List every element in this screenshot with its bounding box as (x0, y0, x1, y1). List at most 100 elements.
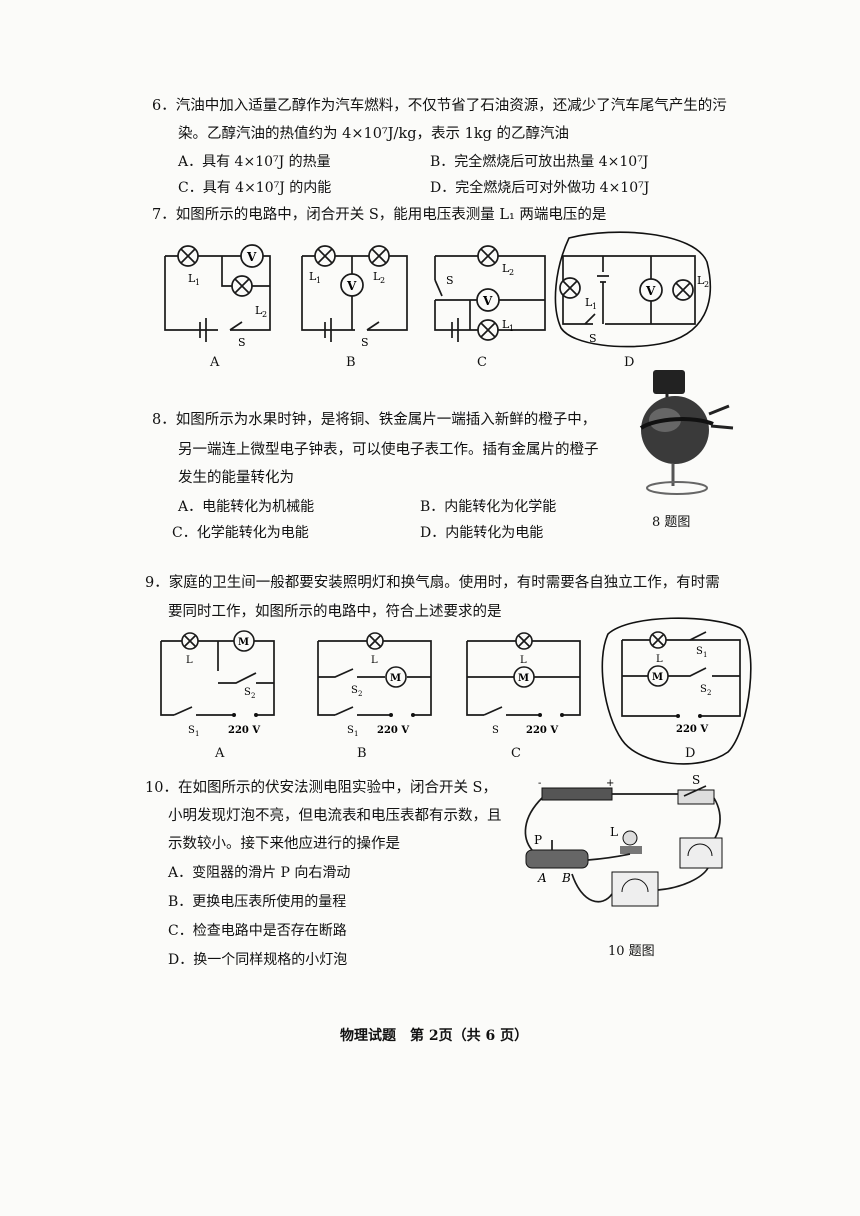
q8-stem-line2: 另一端连上微型电子钟表，可以使电子表工作。插有金属片的橙子 (178, 442, 599, 458)
svg-text:V: V (346, 279, 357, 293)
q7-stem: 7．如图所示的电路中，闭合开关 S，能用电压表测量 L₁ 两端电压的是 (152, 207, 607, 223)
svg-text:L: L (520, 655, 527, 666)
svg-text:2: 2 (704, 280, 709, 289)
svg-text:2: 2 (262, 310, 267, 319)
voltage-label-b: 220 V (377, 725, 409, 736)
voltage-label-c: 220 V (526, 725, 558, 736)
svg-text:M: M (652, 672, 663, 683)
svg-text:L: L (373, 270, 381, 283)
q10-stem-line3: 示数较小。接下来他应进行的操作是 (168, 836, 400, 852)
q6-option-a: A．具有 4×10⁷J 的热量 (178, 154, 331, 170)
q9-caption-b: B (357, 746, 367, 761)
svg-text:S: S (188, 725, 195, 736)
voltage-label-d: 220 V (676, 724, 708, 735)
q9-circuit-c: M L S 220 V (466, 632, 581, 736)
svg-text:V: V (645, 284, 656, 298)
svg-text:S: S (692, 773, 700, 787)
svg-text:1: 1 (509, 324, 514, 333)
q8-figure-caption: 8 题图 (652, 515, 691, 530)
page-footer: 物理试题 第 2页（共 6 页） (340, 1028, 529, 1044)
q9-stem-line2: 要同时工作，如图所示的电路中，符合上述要求的是 (168, 604, 502, 620)
svg-text:L: L (255, 304, 263, 317)
q10-option-a: A．变阻器的滑片 P 向右滑动 (168, 865, 351, 881)
svg-text:P: P (534, 833, 542, 847)
svg-text:M: M (518, 673, 529, 684)
svg-text:A: A (537, 871, 547, 885)
q8-option-b: B．内能转化为化学能 (420, 499, 557, 515)
svg-text:S: S (361, 336, 369, 349)
q6-stem-line1: 6．汽油中加入适量乙醇作为汽车燃料，不仅节省了石油资源，还减少了汽车尾气产生的污 (152, 98, 727, 114)
svg-text:L: L (371, 655, 378, 666)
q9-stem-line1: 9．家庭的卫生间一般都要安装照明灯和换气扇。使用时，有时需要各自独立工作，有时需 (145, 575, 720, 591)
q9-caption-c: C (511, 746, 521, 761)
q10-stem-line2: 小明发现灯泡不亮，但电流表和电压表都有示数，且 (168, 808, 502, 824)
svg-text:2: 2 (707, 689, 711, 697)
voltammetry-apparatus-figure: - + S L P A B (524, 773, 723, 907)
svg-text:L: L (309, 270, 317, 283)
svg-text:1: 1 (316, 276, 321, 285)
svg-text:2: 2 (509, 268, 514, 277)
svg-text:1: 1 (195, 730, 199, 738)
q7-caption-a: A (210, 355, 220, 370)
svg-text:S: S (700, 684, 707, 695)
svg-text:-: - (538, 778, 541, 789)
svg-text:B: B (561, 871, 571, 885)
q9-caption-d: D (685, 746, 696, 761)
svg-text:L: L (697, 274, 705, 287)
q8-option-d: D．内能转化为电能 (420, 525, 544, 541)
svg-text:1: 1 (592, 302, 597, 311)
svg-text:M: M (238, 637, 249, 648)
svg-text:S: S (238, 336, 246, 349)
svg-text:V: V (246, 250, 257, 264)
svg-text:2: 2 (358, 690, 362, 698)
q10-figure-caption: 10 题图 (608, 944, 655, 959)
svg-text:L: L (186, 655, 193, 666)
svg-text:V: V (482, 294, 493, 308)
svg-text:S: S (351, 685, 358, 696)
svg-text:L: L (656, 654, 663, 665)
svg-text:1: 1 (703, 651, 707, 659)
svg-text:L: L (502, 318, 510, 331)
svg-text:L: L (585, 296, 593, 309)
q8-option-a: A．电能转化为机械能 (178, 499, 315, 515)
voltage-label-a: 220 V (228, 725, 260, 736)
svg-text:M: M (390, 673, 401, 684)
svg-text:1: 1 (195, 278, 200, 287)
q7-caption-c: C (477, 355, 487, 370)
q8-stem-line1: 8．如图所示为水果时钟，是将铜、铁金属片一端插入新鲜的橙子中， (152, 412, 597, 428)
q6-option-c: C．具有 4×10⁷J 的内能 (178, 180, 332, 196)
svg-text:S: S (589, 332, 597, 345)
svg-text:S: S (244, 687, 251, 698)
q10-option-c: C．检查电路中是否存在断路 (168, 923, 347, 939)
svg-text:L: L (502, 262, 510, 275)
q7-caption-b: B (346, 355, 356, 370)
q7-caption-d: D (624, 355, 635, 370)
q6-stem-line2: 染。乙醇汽油的热值约为 4×10⁷J/kg，表示 1kg 的乙醇汽油 (178, 126, 570, 142)
q10-option-b: B．更换电压表所使用的量程 (168, 894, 347, 910)
svg-text:2: 2 (251, 692, 255, 700)
q8-option-c: C．化学能转化为电能 (172, 525, 309, 541)
q8-stem-line3: 发生的能量转化为 (178, 470, 294, 486)
q10-stem-line1: 10．在如图所示的伏安法测电阻实验中，闭合开关 S， (145, 780, 497, 796)
svg-text:L: L (610, 825, 618, 839)
svg-text:S: S (347, 725, 354, 736)
svg-text:2: 2 (380, 276, 385, 285)
svg-text:L: L (188, 272, 196, 285)
q9-caption-a: A (215, 746, 225, 761)
q6-option-d: D．完全燃烧后可对外做功 4×10⁷J (430, 180, 650, 196)
svg-text:S: S (446, 274, 454, 287)
svg-text:S: S (492, 725, 499, 736)
svg-text:1: 1 (354, 730, 358, 738)
q10-option-d: D．换一个同样规格的小灯泡 (168, 952, 348, 968)
fruit-clock-figure (639, 370, 734, 495)
svg-text:+: + (606, 778, 614, 789)
svg-text:S: S (696, 646, 703, 657)
q6-option-b: B．完全燃烧后可放出热量 4×10⁷J (430, 154, 649, 170)
